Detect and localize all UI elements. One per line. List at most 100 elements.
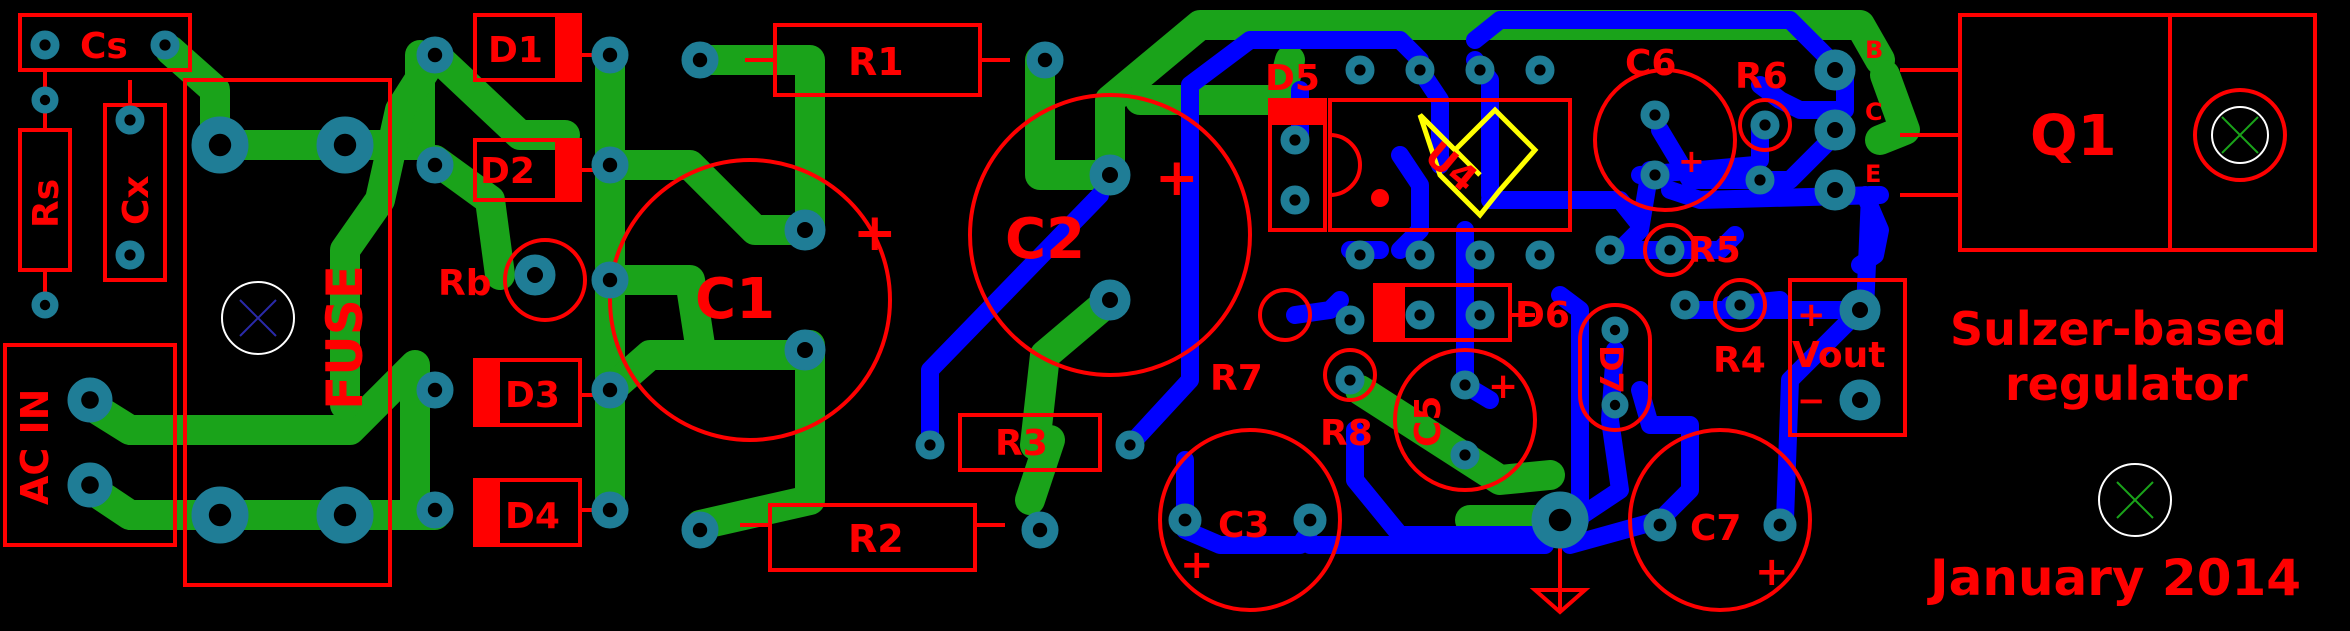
drill-hole [39, 39, 51, 51]
drill-hole [692, 52, 708, 68]
c3-outline [1158, 428, 1342, 612]
silkscreen-labels: Cs Rs Cx FUSE AC IN D1 D2 D3 D4 Rb C1 + … [13, 26, 2301, 607]
fuse-outline [183, 78, 392, 587]
mounting-holes [221, 106, 2269, 537]
drill-hole [427, 502, 443, 518]
drill-hole [1827, 62, 1843, 78]
drill-hole [159, 39, 171, 51]
drill-hole [1604, 244, 1616, 256]
drill-hole [1102, 167, 1118, 183]
label-cx: Cx [116, 175, 157, 225]
drill-hole [1459, 379, 1471, 391]
drill-hole [1534, 64, 1546, 76]
label-r4: R4 [1713, 340, 1766, 381]
label-pin-e: E [1865, 160, 1881, 188]
label-c3: C3 [1218, 505, 1269, 546]
drill-hole [1474, 309, 1486, 321]
drill-hole [427, 382, 443, 398]
drill-hole [427, 47, 443, 63]
r2-outline [768, 503, 977, 572]
drill-hole [1827, 122, 1843, 138]
label-r1: R1 [848, 40, 904, 84]
drill-hole [692, 522, 708, 538]
label-c7: C7 [1690, 508, 1741, 549]
drill-hole [602, 157, 618, 173]
drill-hole [124, 114, 136, 126]
drill-hole [1124, 439, 1136, 451]
label-d1: D1 [488, 30, 543, 71]
c1-outline [608, 158, 892, 442]
label-d4: D4 [505, 496, 560, 537]
drill-hole [208, 133, 232, 157]
r6-outline [1738, 98, 1792, 152]
mounting-hole [2098, 463, 2172, 537]
label-d6: D6 [1515, 295, 1570, 336]
drill-hole [797, 342, 813, 358]
pads [30, 30, 1881, 549]
drill-hole [1609, 324, 1621, 336]
d7-outline [1578, 303, 1652, 432]
label-c6-plus: + [1678, 142, 1705, 180]
label-c2: C2 [1005, 207, 1085, 272]
rb-outline [503, 238, 587, 322]
drill-hole [602, 47, 618, 63]
label-pin-b: B [1865, 36, 1883, 64]
label-d3: D3 [505, 375, 560, 416]
label-pin-c: C [1865, 98, 1883, 126]
drill-hole [1474, 249, 1486, 261]
r5-outline [1643, 223, 1697, 277]
r7-outline [1258, 288, 1312, 342]
drill-hole [1679, 299, 1691, 311]
drill-hole [1414, 249, 1426, 261]
drill-hole [1664, 244, 1676, 256]
drill-hole [1534, 249, 1546, 261]
drill-hole [333, 133, 357, 157]
drill-hole [1354, 64, 1366, 76]
board-title-line1: Sulzer-based [1950, 302, 2287, 356]
label-c7-plus: + [1755, 549, 1789, 595]
drill-hole [1852, 302, 1868, 318]
board-title-line2: regulator [2005, 357, 2248, 411]
q1-hole-outline [2193, 88, 2287, 182]
label-c5-plus: + [1488, 366, 1518, 407]
cs-outline [18, 13, 192, 72]
drill-hole [124, 249, 136, 261]
drill-hole [1609, 399, 1621, 411]
u4-package [1417, 106, 1539, 219]
label-c5: C5 [1408, 396, 1449, 447]
drill-hole [527, 267, 543, 283]
drill-hole [39, 299, 51, 311]
drill-hole [1827, 182, 1843, 198]
label-fuse: FUSE [316, 265, 374, 410]
u4-outline [1328, 98, 1572, 232]
label-r8: R8 [1320, 413, 1373, 454]
drill-hole [1759, 119, 1771, 131]
drill-hole [81, 391, 99, 409]
drill-hole [1032, 522, 1048, 538]
drill-hole [1178, 513, 1192, 527]
acin-outline [3, 343, 177, 547]
c6-outline [1593, 68, 1737, 212]
q1-mounting-hole [2211, 106, 2269, 164]
drill-hole [1344, 374, 1356, 386]
drill-hole [1649, 109, 1661, 121]
label-c1-plus: + [853, 203, 897, 263]
drill-hole [1773, 518, 1787, 532]
drill-hole [1474, 64, 1486, 76]
drill-hole [1344, 314, 1356, 326]
drill-hole [1303, 513, 1317, 527]
label-c6: C6 [1625, 43, 1676, 84]
label-r3: R3 [995, 423, 1048, 464]
pad-holes [39, 39, 1868, 538]
c2-outline [968, 93, 1252, 377]
r8-outline [1323, 348, 1377, 402]
label-d5: D5 [1265, 58, 1320, 99]
label-q1: Q1 [2030, 104, 2117, 169]
drill-hole [1649, 169, 1661, 181]
label-vout: Vout [1792, 335, 1885, 376]
drill-hole [797, 222, 813, 238]
mounting-hole [221, 281, 295, 355]
drill-hole [1037, 52, 1053, 68]
vout-outline [1788, 278, 1907, 437]
